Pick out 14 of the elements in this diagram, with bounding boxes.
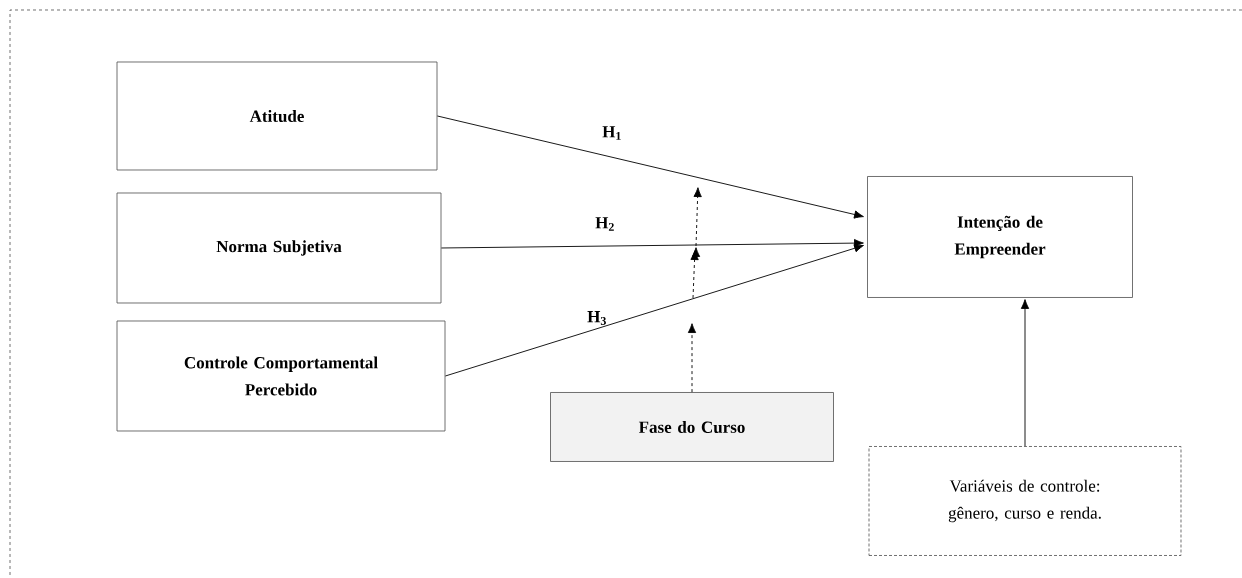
edge-label: H$_{2}$ [595, 217, 614, 231]
arrow [444, 244, 864, 377]
variable-box: Controle Comportamental Percebido [116, 320, 446, 432]
arrow [440, 239, 864, 249]
dashed-arrow [687, 187, 702, 393]
variable-box: Fase do Curso [550, 392, 834, 462]
note-box: Variáveis de controle: gênero, curso e renda. [868, 446, 1182, 556]
edge-label: H$_{3}$ [587, 311, 606, 325]
variable-box: Intenção de Empreender [867, 176, 1133, 298]
arrow [1020, 299, 1030, 447]
variable-box: Atitude [116, 61, 438, 171]
variable-box: Norma Subjetiva [116, 192, 442, 304]
arrow [436, 115, 864, 219]
edge-label: H$_{1}$ [602, 126, 621, 140]
